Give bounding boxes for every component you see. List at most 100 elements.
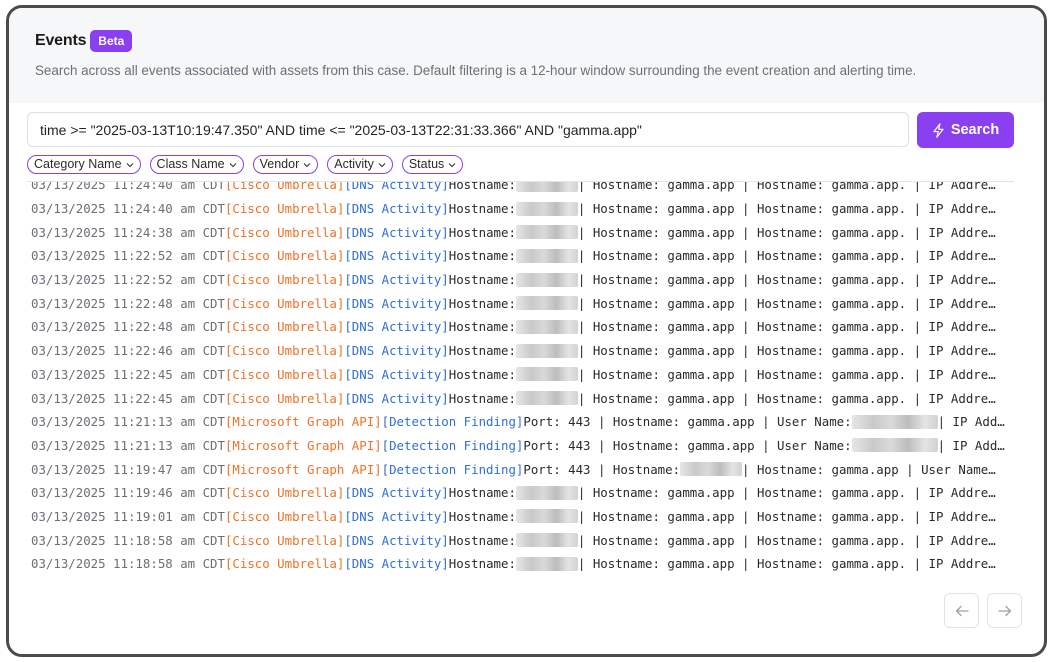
event-row[interactable]: 03/13/2025 11:22:48 am CDT [Cisco Umbrel…	[31, 291, 1005, 315]
event-message-suffix: | Hostname: gamma.app | Hostname: gamma.…	[577, 319, 996, 335]
event-message-prefix: Hostname:	[448, 390, 516, 406]
event-timestamp: 03/13/2025 11:21:13 am CDT	[31, 414, 225, 430]
page-title: Events	[35, 32, 87, 49]
event-row[interactable]: 03/13/2025 11:24:38 am CDT [Cisco Umbrel…	[31, 220, 1005, 244]
redacted-value	[680, 462, 743, 477]
chevron-down-icon	[229, 162, 237, 167]
event-class: [DNS Activity]	[344, 272, 449, 288]
divider	[27, 181, 1014, 182]
redacted-value	[515, 343, 578, 358]
page-subtitle: Search across all events associated with…	[35, 63, 917, 78]
prev-page-button[interactable]	[944, 593, 979, 628]
event-row[interactable]: 03/13/2025 11:22:52 am CDT [Cisco Umbrel…	[31, 268, 1005, 292]
redacted-value	[515, 182, 578, 192]
event-vendor: [Cisco Umbrella]	[224, 224, 345, 240]
redacted-value	[515, 391, 578, 406]
event-vendor: [Cisco Umbrella]	[224, 485, 345, 501]
event-row[interactable]: 03/13/2025 11:18:58 am CDT [Cisco Umbrel…	[31, 528, 1005, 552]
event-vendor: [Cisco Umbrella]	[224, 272, 345, 288]
filter-chip-label: Activity	[334, 157, 374, 171]
event-class: [DNS Activity]	[344, 343, 449, 359]
redacted-value	[515, 225, 578, 240]
event-row[interactable]: 03/13/2025 11:21:13 am CDT [Microsoft Gr…	[31, 410, 1005, 434]
event-message-suffix: | Hostname: gamma.app | Hostname: gamma.…	[577, 366, 996, 382]
event-row[interactable]: 03/13/2025 11:19:01 am CDT [Cisco Umbrel…	[31, 505, 1005, 529]
next-page-button[interactable]	[987, 593, 1022, 628]
event-timestamp: 03/13/2025 11:18:58 am CDT	[31, 556, 225, 572]
event-row[interactable]: 03/13/2025 11:24:40 am CDT [Cisco Umbrel…	[31, 197, 1005, 221]
event-class: [DNS Activity]	[344, 295, 449, 311]
arrow-left-icon	[955, 605, 969, 616]
event-timestamp: 03/13/2025 11:22:45 am CDT	[31, 390, 225, 406]
event-timestamp: 03/13/2025 11:22:48 am CDT	[31, 295, 225, 311]
redacted-value	[851, 438, 938, 453]
event-timestamp: 03/13/2025 11:19:01 am CDT	[31, 508, 225, 524]
filter-chip[interactable]: Vendor	[252, 155, 319, 174]
event-row[interactable]: 03/13/2025 11:24:40 am CDT [Cisco Umbrel…	[31, 182, 1005, 197]
filter-chip-label: Category Name	[34, 157, 122, 171]
event-class: [DNS Activity]	[344, 248, 449, 264]
filter-chip[interactable]: Status	[401, 155, 464, 174]
event-timestamp: 03/13/2025 11:19:46 am CDT	[31, 485, 225, 501]
redacted-value	[515, 485, 578, 500]
event-message-prefix: Hostname:	[448, 343, 516, 359]
event-class: [DNS Activity]	[344, 319, 449, 335]
event-message-suffix: | Hostname: gamma.app | Hostname: gamma.…	[577, 508, 996, 524]
search-button[interactable]: Search	[917, 112, 1014, 148]
event-vendor: [Microsoft Graph API]	[224, 414, 382, 430]
event-message-suffix: | Hostname: gamma.app | Hostname: gamma.…	[577, 224, 996, 240]
event-row[interactable]: 03/13/2025 11:21:13 am CDT [Microsoft Gr…	[31, 434, 1005, 458]
event-message-suffix: | Hostname: gamma.app | Hostname: gamma.…	[577, 390, 996, 406]
event-vendor: [Cisco Umbrella]	[224, 508, 345, 524]
event-message-prefix: Hostname:	[448, 508, 516, 524]
event-vendor: [Cisco Umbrella]	[224, 532, 345, 548]
event-row[interactable]: 03/13/2025 11:22:46 am CDT [Cisco Umbrel…	[31, 339, 1005, 363]
event-message-prefix: Hostname:	[448, 556, 516, 572]
search-button-label: Search	[950, 122, 1000, 138]
event-message-prefix: Hostname:	[448, 319, 516, 335]
filter-chip[interactable]: Activity	[327, 155, 393, 174]
event-vendor: [Cisco Umbrella]	[224, 390, 345, 406]
chevron-down-icon	[448, 162, 456, 167]
event-message-suffix: | IP Add…	[937, 437, 1005, 453]
event-message-suffix: | Hostname: gamma.app | Hostname: gamma.…	[577, 532, 996, 548]
search-query-input[interactable]: time >= "2025-03-13T10:19:47.350" AND ti…	[27, 112, 909, 147]
event-class: [Detection Finding]	[381, 437, 524, 453]
event-message-prefix: Hostname:	[448, 182, 516, 193]
chevron-down-icon	[378, 162, 386, 167]
event-row[interactable]: 03/13/2025 11:22:52 am CDT [Cisco Umbrel…	[31, 244, 1005, 268]
event-row[interactable]: 03/13/2025 11:18:58 am CDT [Cisco Umbrel…	[31, 552, 1005, 576]
event-timestamp: 03/13/2025 11:19:47 am CDT	[31, 461, 225, 477]
event-row[interactable]: 03/13/2025 11:19:47 am CDT [Microsoft Gr…	[31, 457, 1005, 481]
arrow-right-icon	[997, 605, 1011, 616]
redacted-value	[515, 509, 578, 524]
chevron-down-icon	[303, 162, 311, 167]
event-row[interactable]: 03/13/2025 11:19:46 am CDT [Cisco Umbrel…	[31, 481, 1005, 505]
event-row[interactable]: 03/13/2025 11:22:48 am CDT [Cisco Umbrel…	[31, 315, 1005, 339]
event-vendor: [Cisco Umbrella]	[224, 319, 345, 335]
event-class: [Detection Finding]	[381, 461, 524, 477]
event-message-suffix: | Hostname: gamma.app | Hostname: gamma.…	[577, 248, 996, 264]
event-message-suffix: | Hostname: gamma.app | Hostname: gamma.…	[577, 272, 996, 288]
redacted-value	[515, 201, 578, 216]
event-message-prefix: Hostname:	[448, 248, 516, 264]
event-vendor: [Cisco Umbrella]	[224, 248, 345, 264]
filter-chip[interactable]: Category Name	[27, 155, 141, 174]
event-class: [Detection Finding]	[381, 414, 524, 430]
event-message-suffix: | Hostname: gamma.app | User Name…	[742, 461, 996, 477]
panel-header: Events Beta Search across all events ass…	[9, 8, 1044, 103]
events-list[interactable]: 03/13/2025 11:24:40 am CDT [Cisco Umbrel…	[27, 182, 1014, 577]
event-message-prefix: Hostname:	[448, 532, 516, 548]
event-message-prefix: Hostname:	[448, 295, 516, 311]
event-row[interactable]: 03/13/2025 11:22:45 am CDT [Cisco Umbrel…	[31, 386, 1005, 410]
event-row[interactable]: 03/13/2025 11:22:45 am CDT [Cisco Umbrel…	[31, 363, 1005, 387]
event-message-prefix: Port: 443 | Hostname:	[523, 461, 681, 477]
event-class: [DNS Activity]	[344, 182, 449, 193]
event-message-prefix: Hostname:	[448, 366, 516, 382]
filter-chip[interactable]: Class Name	[149, 155, 244, 174]
beta-badge: Beta	[90, 30, 133, 52]
event-message-prefix: Port: 443 | Hostname: gamma.app | User N…	[523, 414, 852, 430]
event-message-suffix: | Hostname: gamma.app | Hostname: gamma.…	[577, 343, 996, 359]
event-vendor: [Cisco Umbrella]	[224, 343, 345, 359]
event-message-suffix: | Hostname: gamma.app | Hostname: gamma.…	[577, 556, 996, 572]
